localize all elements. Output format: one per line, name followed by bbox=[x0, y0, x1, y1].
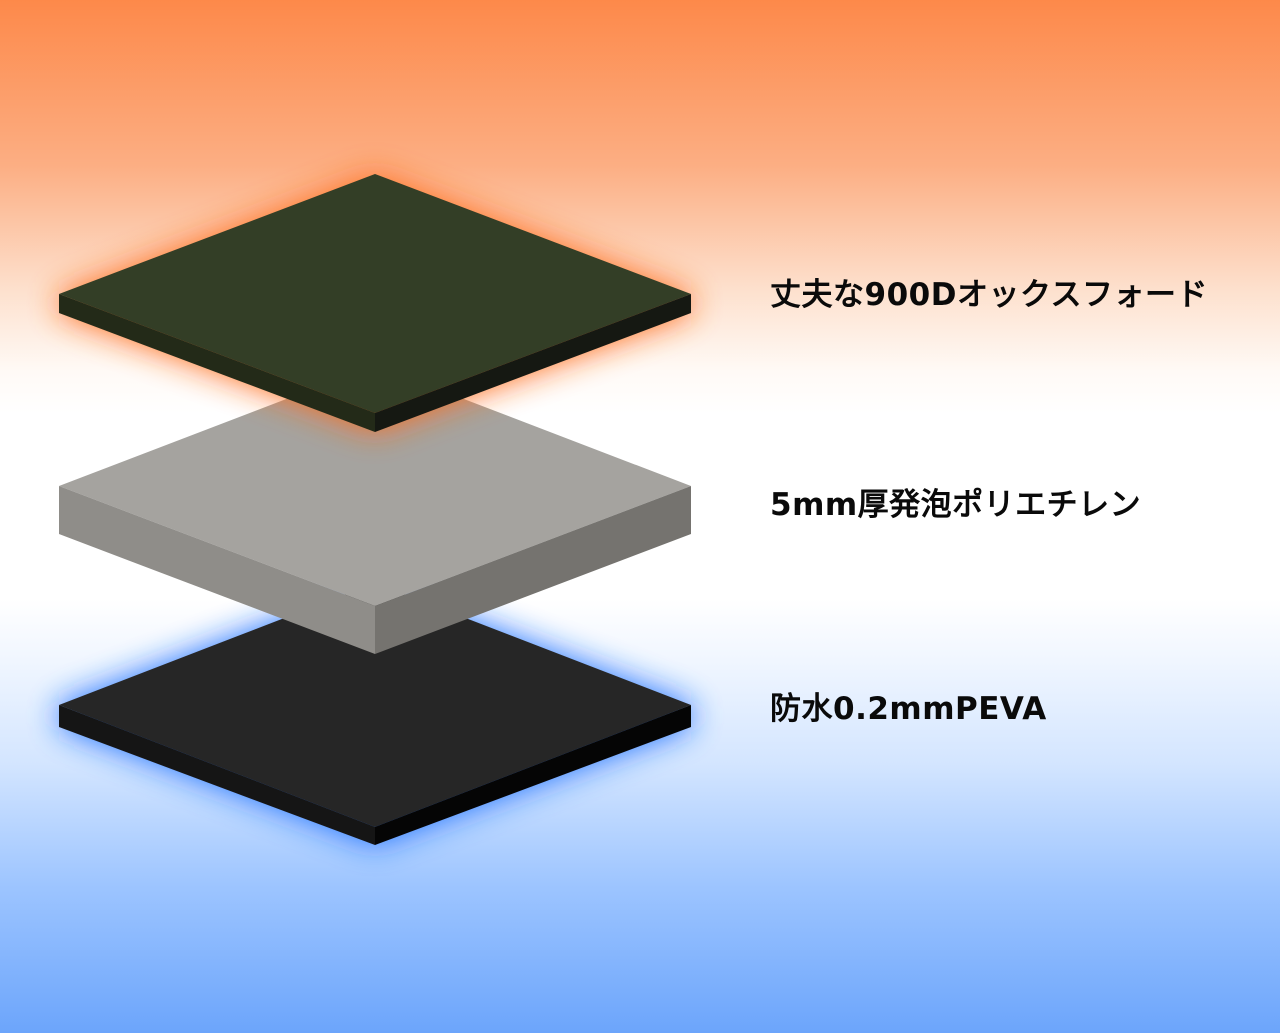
layer-foam-right-face bbox=[375, 486, 691, 654]
layer-oxford bbox=[59, 174, 691, 432]
layer-foam-top-face bbox=[59, 365, 691, 606]
layer-peva bbox=[59, 583, 691, 845]
layer-peva-left-face bbox=[59, 705, 375, 845]
layer-peva-right-face bbox=[375, 705, 691, 845]
layer-label-foam: 5mm厚発泡ポリエチレン bbox=[770, 487, 1142, 523]
layer-oxford-left-face bbox=[59, 294, 375, 432]
layer-foam bbox=[59, 365, 691, 654]
layer-oxford-right-face bbox=[375, 294, 691, 432]
layer-foam-left-face bbox=[59, 486, 375, 654]
layer-label-oxford: 丈夫な900Dオックスフォード bbox=[770, 277, 1209, 313]
layer-oxford-top-face bbox=[59, 174, 691, 413]
layer-label-peva: 防水0.2mmPEVA bbox=[770, 691, 1047, 727]
